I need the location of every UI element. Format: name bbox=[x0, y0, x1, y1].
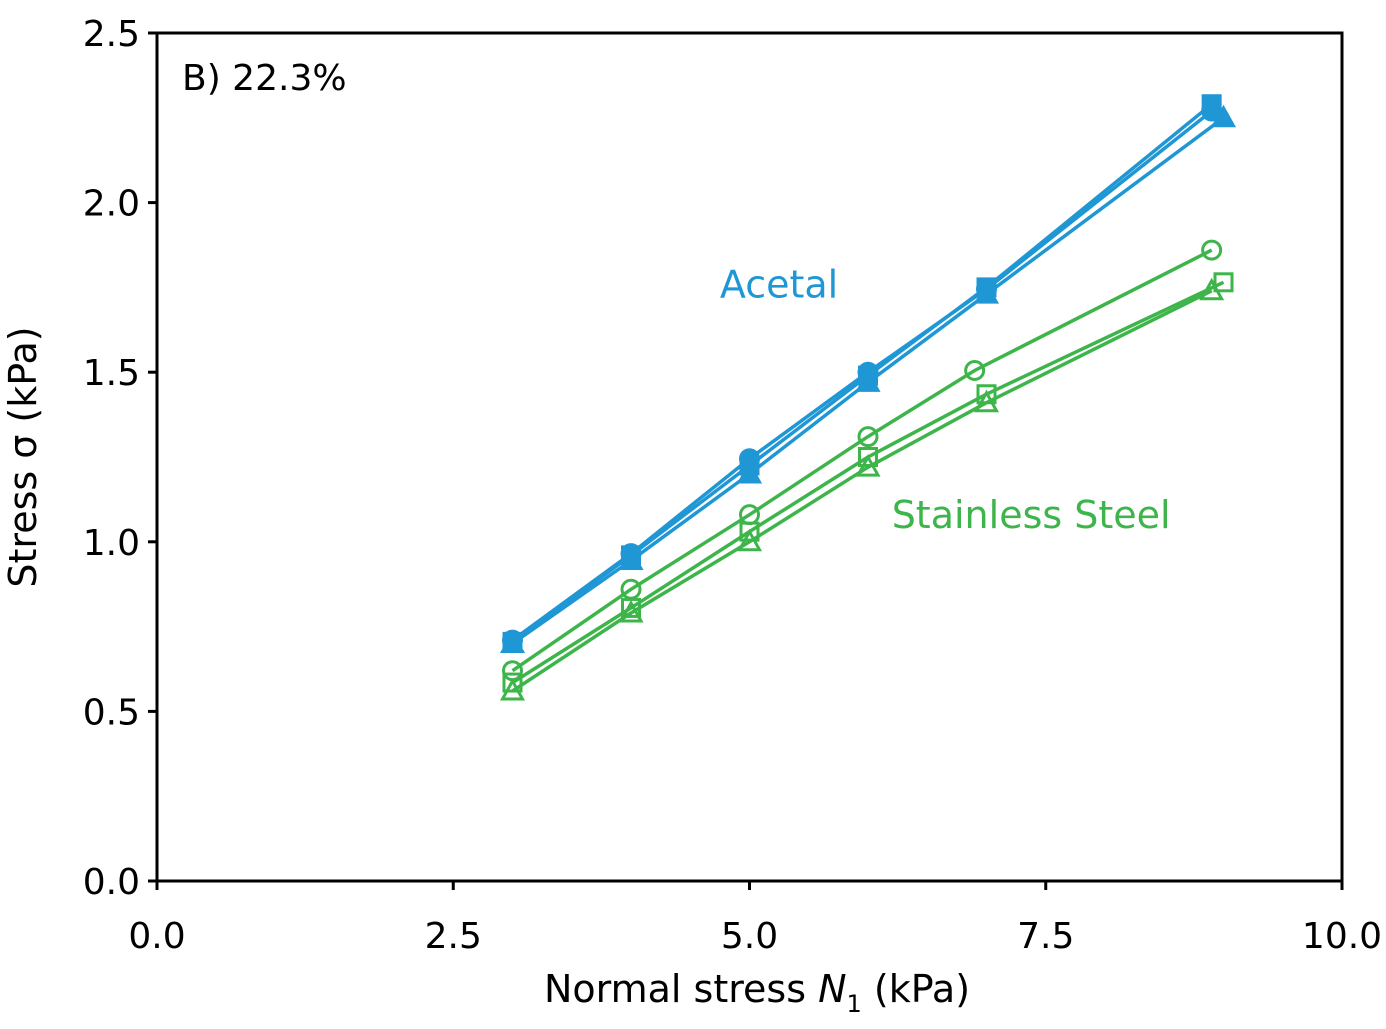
x-tick-label: 5.0 bbox=[721, 916, 778, 957]
y-tick-label: 0.0 bbox=[83, 862, 140, 903]
data-point bbox=[855, 369, 881, 392]
x-tick-label: 2.5 bbox=[425, 916, 482, 957]
data-point bbox=[499, 630, 526, 654]
data-point bbox=[857, 426, 879, 448]
data-point bbox=[1213, 272, 1234, 293]
x-tick-label: 10.0 bbox=[1302, 916, 1382, 957]
y-axis-ticks: 0.0 0.5 1.0 1.5 2.0 2.5 bbox=[83, 14, 157, 903]
data-point bbox=[855, 454, 881, 477]
data-point bbox=[736, 528, 763, 552]
data-point bbox=[499, 677, 526, 701]
y-tick-label: 2.0 bbox=[83, 184, 140, 225]
data-point bbox=[1210, 104, 1237, 128]
x-axis-label: Normal stress N1 (kPa) bbox=[544, 967, 970, 1018]
series-stainless-steel-triangle bbox=[499, 277, 1225, 701]
series-layer bbox=[499, 94, 1237, 701]
y-tick-label: 2.5 bbox=[83, 14, 140, 55]
panel-label: B) 22.3% bbox=[182, 58, 347, 99]
y-tick-label: 1.0 bbox=[83, 523, 140, 564]
data-point bbox=[618, 547, 644, 570]
y-axis-label: Stress σ (kPa) bbox=[1, 326, 45, 587]
x-axis-label-variable: N bbox=[818, 967, 846, 1011]
series-line bbox=[511, 102, 1213, 644]
data-point bbox=[1199, 277, 1225, 301]
x-axis-label-subscript: 1 bbox=[847, 990, 862, 1018]
data-point bbox=[1201, 94, 1222, 115]
data-point bbox=[502, 672, 523, 693]
series-line bbox=[511, 280, 1225, 685]
y-tick-label: 1.5 bbox=[83, 353, 140, 394]
series-line bbox=[511, 248, 1213, 673]
data-point bbox=[618, 599, 644, 623]
series-label-acetal: Acetal bbox=[720, 263, 838, 307]
data-point bbox=[736, 460, 763, 484]
x-axis-label-unit: (kPa) bbox=[862, 967, 970, 1011]
y-tick-label: 0.5 bbox=[83, 692, 140, 733]
series-acetal-triangle bbox=[499, 104, 1237, 654]
series-label-stainless-steel: Stainless Steel bbox=[892, 493, 1171, 537]
series-line bbox=[511, 289, 1213, 693]
data-point bbox=[1201, 239, 1223, 261]
data-point bbox=[964, 360, 986, 382]
series-line bbox=[511, 116, 1225, 646]
x-tick-label: 7.5 bbox=[1017, 916, 1074, 957]
data-point bbox=[973, 389, 1000, 413]
x-axis-ticks: 0.0 2.5 5.0 7.5 10.0 bbox=[128, 881, 1382, 957]
data-point bbox=[973, 281, 1000, 304]
x-axis-label-text: Normal stress bbox=[544, 967, 818, 1011]
x-tick-label: 0.0 bbox=[128, 916, 185, 957]
